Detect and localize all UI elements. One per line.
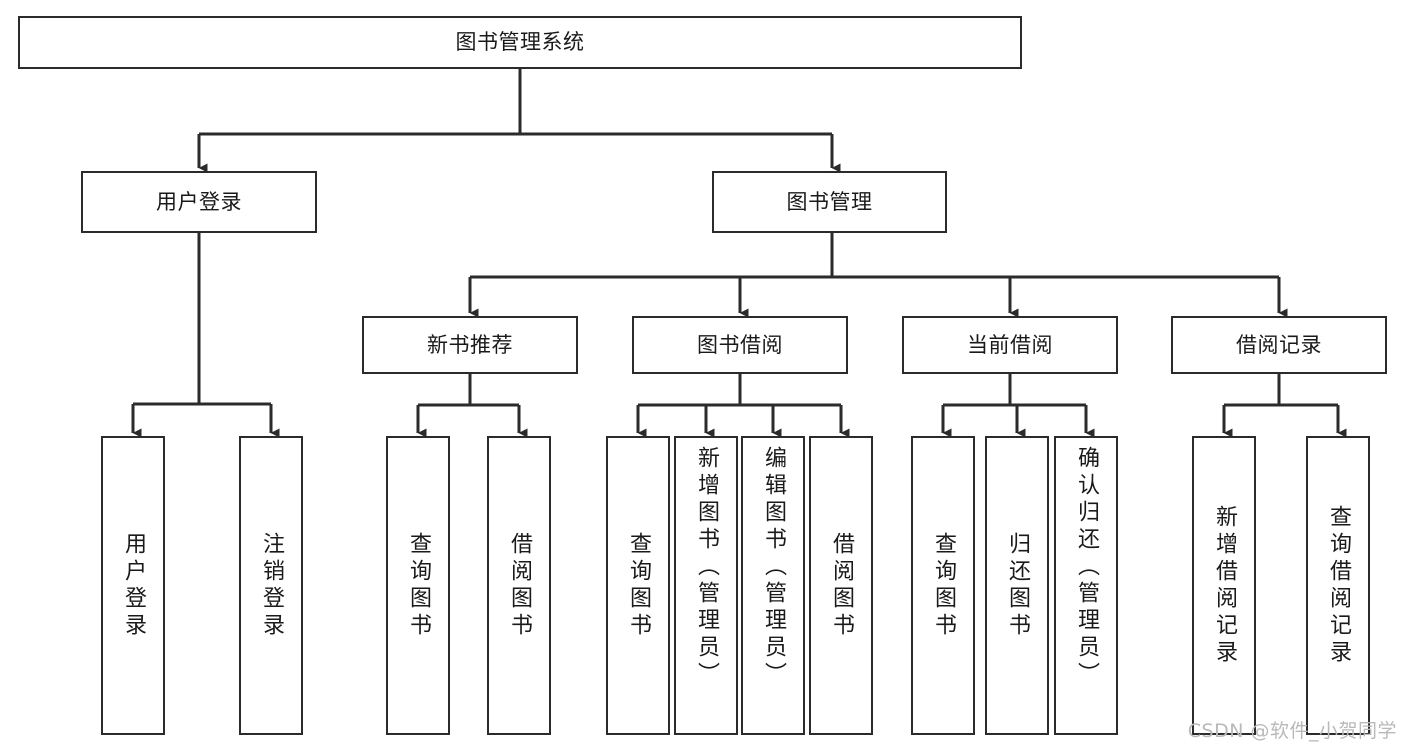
leaf-add-book-admin-label: 新增图书（管理员） (694, 446, 719, 689)
leaf-borrow-book-recommend-label: 借阅图书 (507, 531, 532, 640)
node-user-login[interactable]: 用户登录 (81, 171, 317, 233)
leaf-add-borrow-record-label: 新增借阅记录 (1212, 504, 1237, 667)
node-user-login-label: 用户登录 (156, 189, 242, 214)
leaf-query-borrow-record[interactable]: 查询借阅记录 (1306, 436, 1370, 735)
node-book-management[interactable]: 图书管理 (712, 171, 947, 233)
node-new-book-recommend[interactable]: 新书推荐 (362, 316, 578, 374)
leaf-confirm-return-admin[interactable]: 确认归还（管理员） (1054, 436, 1118, 735)
node-borrow-record[interactable]: 借阅记录 (1171, 316, 1387, 374)
leaf-add-book-admin[interactable]: 新增图书（管理员） (674, 436, 738, 735)
leaf-return-book[interactable]: 归还图书 (985, 436, 1049, 735)
leaf-query-book-borrow[interactable]: 查询图书 (606, 436, 670, 735)
leaf-confirm-return-admin-label: 确认归还（管理员） (1074, 446, 1099, 689)
leaf-borrow-book-recommend[interactable]: 借阅图书 (487, 436, 551, 735)
node-current-borrow[interactable]: 当前借阅 (902, 316, 1118, 374)
leaf-borrow-book[interactable]: 借阅图书 (809, 436, 873, 735)
node-borrow-record-label: 借阅记录 (1236, 332, 1322, 357)
watermark-text: CSDN @软件_小贺同学 (1187, 720, 1397, 742)
leaf-edit-book-admin[interactable]: 编辑图书（管理员） (741, 436, 805, 735)
leaf-query-book-borrow-label: 查询图书 (626, 531, 651, 640)
leaf-query-book-current[interactable]: 查询图书 (911, 436, 975, 735)
leaf-logout-login[interactable]: 注销登录 (239, 436, 303, 735)
leaf-query-book-recommend-label: 查询图书 (406, 531, 431, 640)
node-root-label: 图书管理系统 (455, 30, 585, 55)
leaf-query-book-current-label: 查询图书 (931, 531, 956, 640)
node-book-borrow[interactable]: 图书借阅 (632, 316, 848, 374)
leaf-add-borrow-record[interactable]: 新增借阅记录 (1192, 436, 1256, 735)
leaf-query-book-recommend[interactable]: 查询图书 (386, 436, 450, 735)
node-book-borrow-label: 图书借阅 (697, 332, 783, 357)
leaf-logout-login-label: 注销登录 (259, 531, 284, 640)
node-root[interactable]: 图书管理系统 (18, 16, 1022, 69)
leaf-return-book-label: 归还图书 (1005, 531, 1030, 640)
leaf-user-login[interactable]: 用户登录 (101, 436, 165, 735)
leaf-edit-book-admin-label: 编辑图书（管理员） (761, 446, 786, 689)
leaf-borrow-book-label: 借阅图书 (829, 531, 854, 640)
leaf-query-borrow-record-label: 查询借阅记录 (1326, 504, 1351, 667)
node-new-book-recommend-label: 新书推荐 (427, 332, 513, 357)
leaf-user-login-label: 用户登录 (121, 531, 146, 640)
node-current-borrow-label: 当前借阅 (967, 332, 1053, 357)
node-book-management-label: 图书管理 (786, 189, 873, 214)
